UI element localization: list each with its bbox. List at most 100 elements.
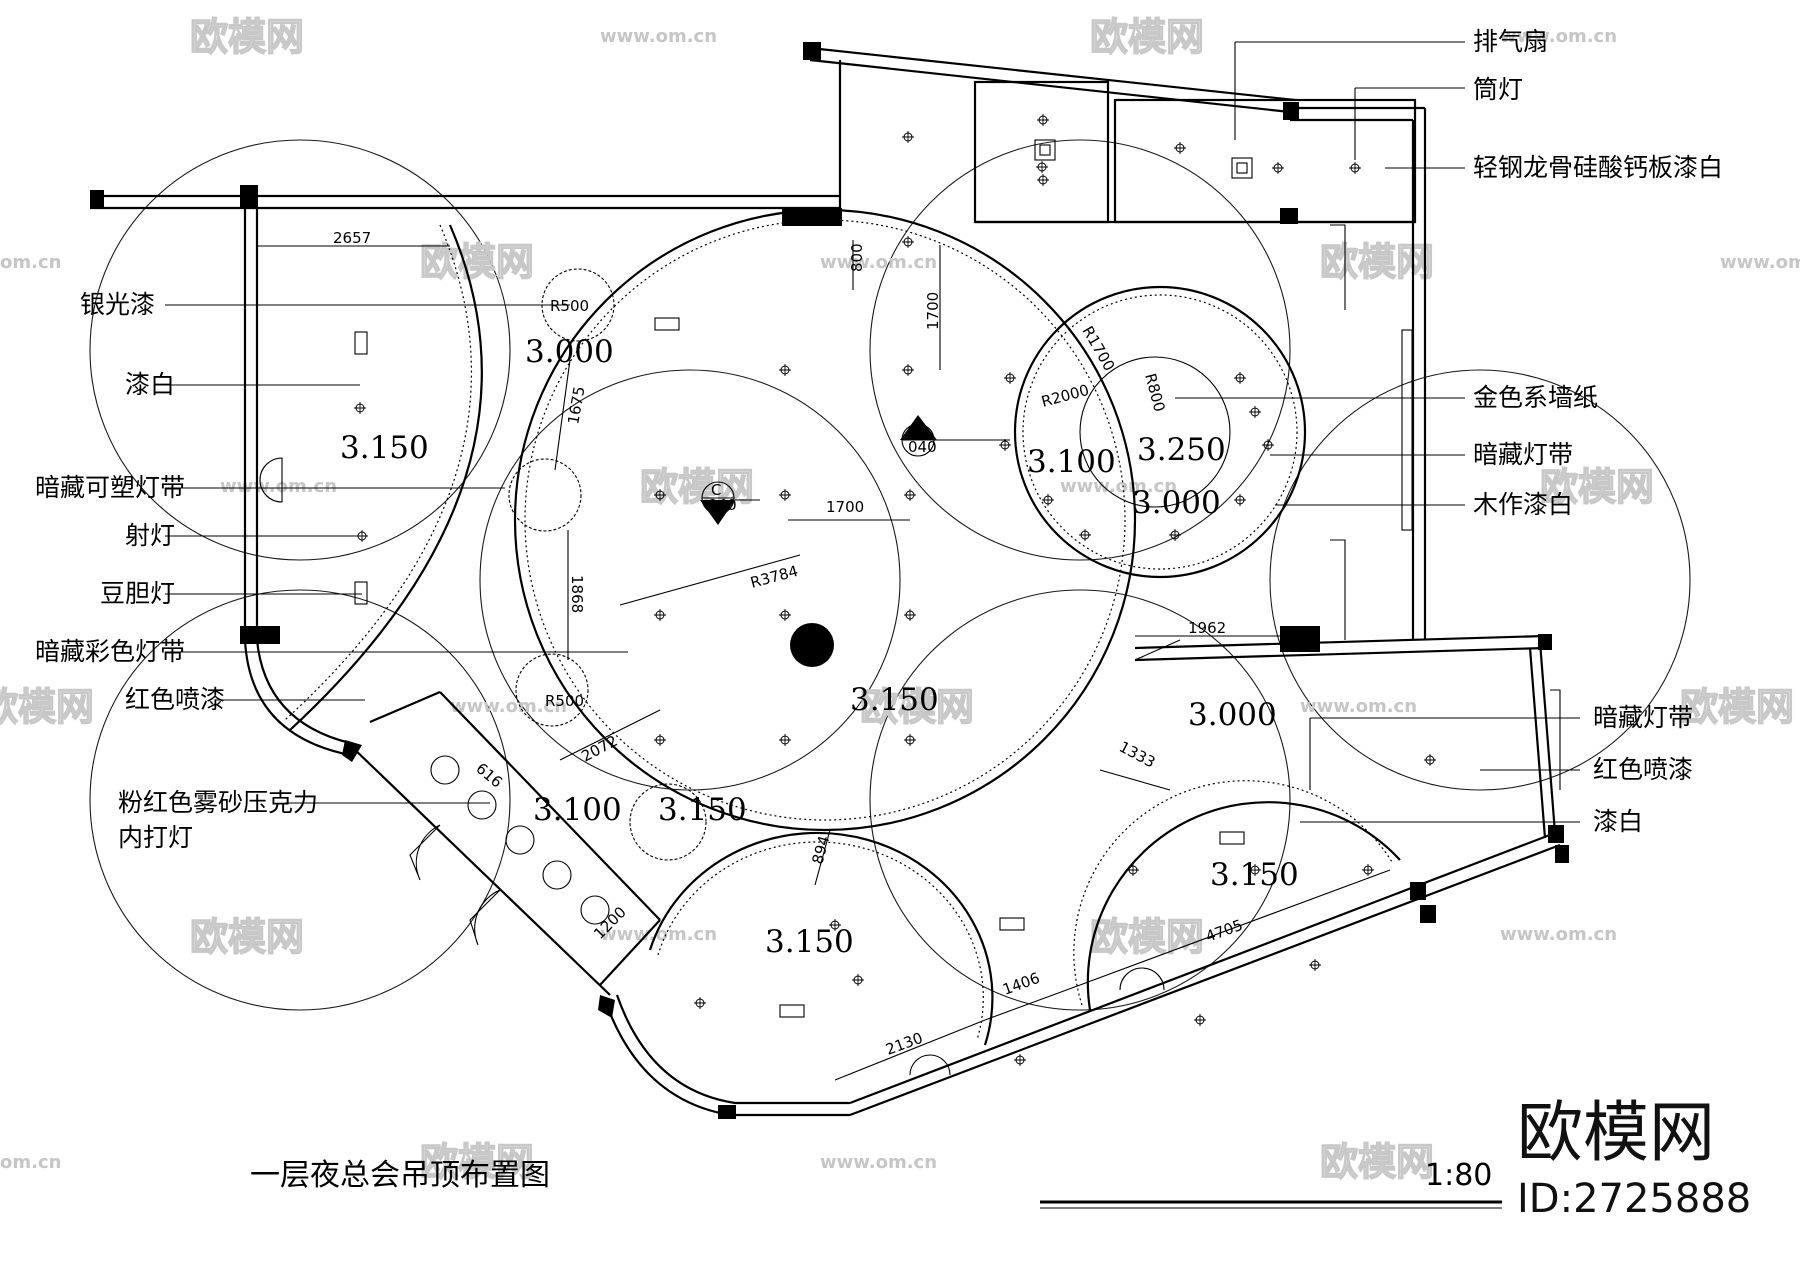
watermark-url: www.om.cn: [820, 252, 937, 273]
left-material-labels: 银光漆 漆白 暗藏可塑灯带 射灯 豆胆灯 暗藏彩色灯带 红色喷漆 粉红色雾砂压克…: [35, 290, 318, 852]
ceiling-features: [284, 208, 1401, 1046]
watermark-url: www.om.cn: [220, 476, 337, 497]
downlight-crosshair: [1249, 406, 1261, 418]
downlight-crosshair: [354, 402, 366, 414]
watermark-logo: 欧模网: [190, 15, 304, 59]
dimension-value: 2130: [883, 1029, 925, 1059]
title-block: 一层夜总会吊顶布置图 1:80 欧模网 ID:2725888: [250, 1094, 1751, 1222]
dimension-lines: [258, 240, 1391, 1081]
label-hidden-light-strip: 暗藏灯带: [1473, 440, 1573, 469]
downlight-crosshair: [902, 236, 914, 248]
label-color-light-strip: 暗藏彩色灯带: [35, 637, 185, 666]
dimension-value: 1406: [1000, 969, 1042, 999]
downlight-crosshair: [902, 131, 914, 143]
radius-label: R2000: [1039, 381, 1091, 411]
downlight-crosshair: [779, 364, 791, 376]
watermark-logo: 欧模网: [1090, 915, 1204, 959]
downlight-crosshair: [1004, 372, 1016, 384]
dimension-value: 1700: [924, 292, 942, 330]
label-silver-paint: 银光漆: [80, 290, 155, 319]
downlight-crosshair: [1079, 529, 1091, 541]
label-inner-light: 内打灯: [118, 823, 193, 852]
watermark-logo: 欧模网: [1540, 465, 1654, 509]
label-exhaust-fan: 排气扇: [1473, 27, 1548, 56]
dimension-value: 2657: [333, 229, 371, 247]
watermark-logo: 欧模网: [860, 685, 974, 729]
level-mark: 3.100: [1027, 444, 1116, 480]
downlight-crosshair: [1362, 864, 1374, 876]
downlight-crosshair: [1127, 864, 1139, 876]
watermark-logo: 欧模网: [1320, 240, 1434, 284]
watermark-url: www.om.cn: [600, 26, 717, 47]
label-pink-acrylic: 粉红色雾砂压克力: [118, 788, 318, 817]
dimension-value: R3784: [748, 562, 800, 592]
radius-label: R500: [550, 297, 589, 315]
section-number: 040: [908, 438, 937, 456]
downlight-crosshair: [1042, 494, 1054, 506]
downlight-crosshair: [654, 489, 666, 501]
downlight-crosshair: [1272, 162, 1284, 174]
level-mark: 3.150: [658, 792, 747, 828]
downlight-crosshair: [904, 734, 916, 746]
dimension-value: 1962: [1188, 619, 1226, 637]
round-light-fixtures: [259, 268, 1165, 1076]
downlight-crosshair: [779, 489, 791, 501]
dimension-value: 2072: [578, 732, 620, 766]
downlight-crosshair: [1234, 372, 1246, 384]
label-steel-keel-board: 轻钢龙骨硅酸钙板漆白: [1473, 153, 1723, 182]
watermark-url: om.cn: [0, 252, 61, 273]
label-downlight: 筒灯: [1473, 75, 1523, 104]
radius-label: R500: [545, 692, 584, 710]
dimension-value: 894: [808, 834, 833, 866]
downlight-crosshair: [1249, 864, 1261, 876]
dimension-value: 1333: [1116, 738, 1158, 772]
level-mark: 3.150: [765, 924, 854, 960]
downlight-crosshair: [904, 609, 916, 621]
level-mark: 3.100: [533, 792, 622, 828]
drawing-scale: 1:80: [1425, 1158, 1492, 1193]
section-letter: C: [711, 481, 721, 499]
label-white-paint: 漆白: [1593, 807, 1643, 836]
exhaust-fan-icons: [1034, 139, 1253, 179]
dimension-value: 616: [472, 759, 506, 791]
dimension-value: 1700: [826, 498, 864, 516]
model-id: ID:2725888: [1517, 1176, 1751, 1222]
label-hidden-light-strip: 暗藏可塑灯带: [35, 473, 185, 502]
dimension-value: 1675: [564, 385, 588, 426]
brand-logo-text: 欧模网: [1517, 1094, 1715, 1171]
section-marker: C 040 C 040: [700, 415, 1010, 525]
downlight-crosshair: [1262, 439, 1274, 451]
right-material-labels: 排气扇 筒灯 轻钢龙骨硅酸钙板漆白 金色系墙纸 暗藏灯带 木作漆白 暗藏灯带 红…: [1473, 27, 1723, 836]
label-hidden-light-strip: 暗藏灯带: [1593, 703, 1693, 732]
level-mark: 3.250: [1137, 432, 1226, 468]
watermark-url: om.cn: [0, 1152, 61, 1173]
downlight-crosshair: [1014, 1054, 1026, 1066]
level-mark: 3.150: [340, 430, 429, 466]
watermark-url: www.om.cn: [1500, 26, 1617, 47]
watermark-logo: 欧模网: [640, 465, 754, 509]
watermark-logo: 欧模网: [0, 685, 94, 729]
downlight-crosshair: [829, 919, 841, 931]
downlight-crosshair: [1037, 174, 1049, 186]
watermark-logo: 欧模网: [420, 1140, 534, 1184]
label-red-spray: 红色喷漆: [125, 685, 225, 714]
downlight-crosshair: [694, 997, 706, 1009]
downlight-crosshair: [779, 609, 791, 621]
watermark-logo: 欧模网: [1090, 15, 1204, 59]
downlight-crosshair: [1234, 494, 1246, 506]
watermark-logo: 欧模网: [420, 240, 534, 284]
level-mark: 3.150: [850, 682, 939, 718]
downlight-crosshair: [1169, 529, 1181, 541]
leader-lines: [165, 41, 1580, 823]
dimension-value: 1868: [568, 575, 586, 613]
ceiling-level-marks: 3.000 3.150 3.100 3.150 3.250 3.100 3.00…: [340, 334, 1299, 960]
downlight-crosshair: [1037, 114, 1049, 126]
downlight-crosshair: [902, 364, 914, 376]
downlight-crosshair: [654, 609, 666, 621]
watermark-logo: 欧模网: [190, 915, 304, 959]
drawing-title: 一层夜总会吊顶布置图: [250, 1158, 550, 1193]
label-red-spray: 红色喷漆: [1593, 755, 1693, 784]
downlight-crosshair: [654, 734, 666, 746]
level-mark: 3.000: [525, 334, 614, 370]
watermark-logo: 欧模网: [1320, 1140, 1434, 1184]
